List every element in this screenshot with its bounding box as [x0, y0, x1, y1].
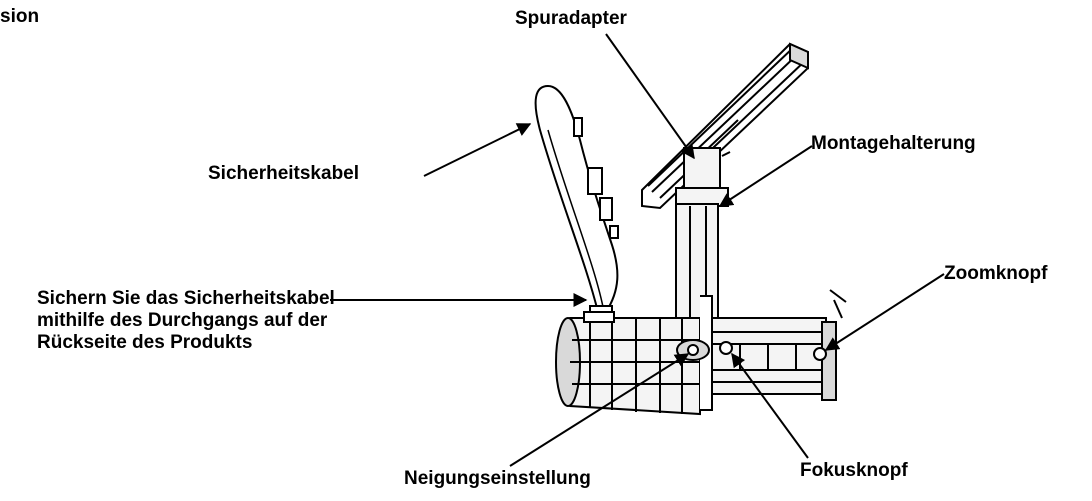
arrow-montagehalterung [718, 145, 813, 207]
page-title-fragment: sion [0, 6, 40, 27]
leader-lines [330, 33, 945, 467]
front-barrel [711, 289, 847, 401]
rear-housing [555, 311, 701, 416]
arrow-spuradapter [605, 33, 695, 160]
arrow-zoomknopf [824, 273, 945, 351]
label-zoomknopf: Zoomknopf [944, 263, 1048, 284]
label-spuradapter: Spuradapter [515, 8, 627, 29]
tilt-pivot [676, 295, 713, 411]
arrow-neigungseinstellung [509, 353, 690, 467]
label-sicherheitskabel: Sicherheitskabel [208, 163, 360, 184]
secure-line-3: Rückseite des Produkts [37, 332, 253, 353]
label-montagehalterung: Montagehalterung [811, 133, 976, 154]
label-fokusknopf: Fokusknopf [800, 460, 908, 481]
track-adapter [675, 147, 731, 207]
secure-line-1: Sichern Sie das Sicherheitskabel [37, 288, 335, 309]
arrow-fokusknopf [731, 352, 809, 459]
arrow-sicherheitskabel [423, 123, 532, 177]
safety-cable [534, 84, 619, 317]
label-secure-cable: Sichern Sie das Sicherheitskabel mithilf… [37, 288, 335, 354]
label-neigungseinstellung: Neigungseinstellung [404, 468, 591, 489]
track-rail [641, 42, 809, 210]
secure-line-2: mithilfe des Durchgangs auf der [37, 310, 328, 331]
